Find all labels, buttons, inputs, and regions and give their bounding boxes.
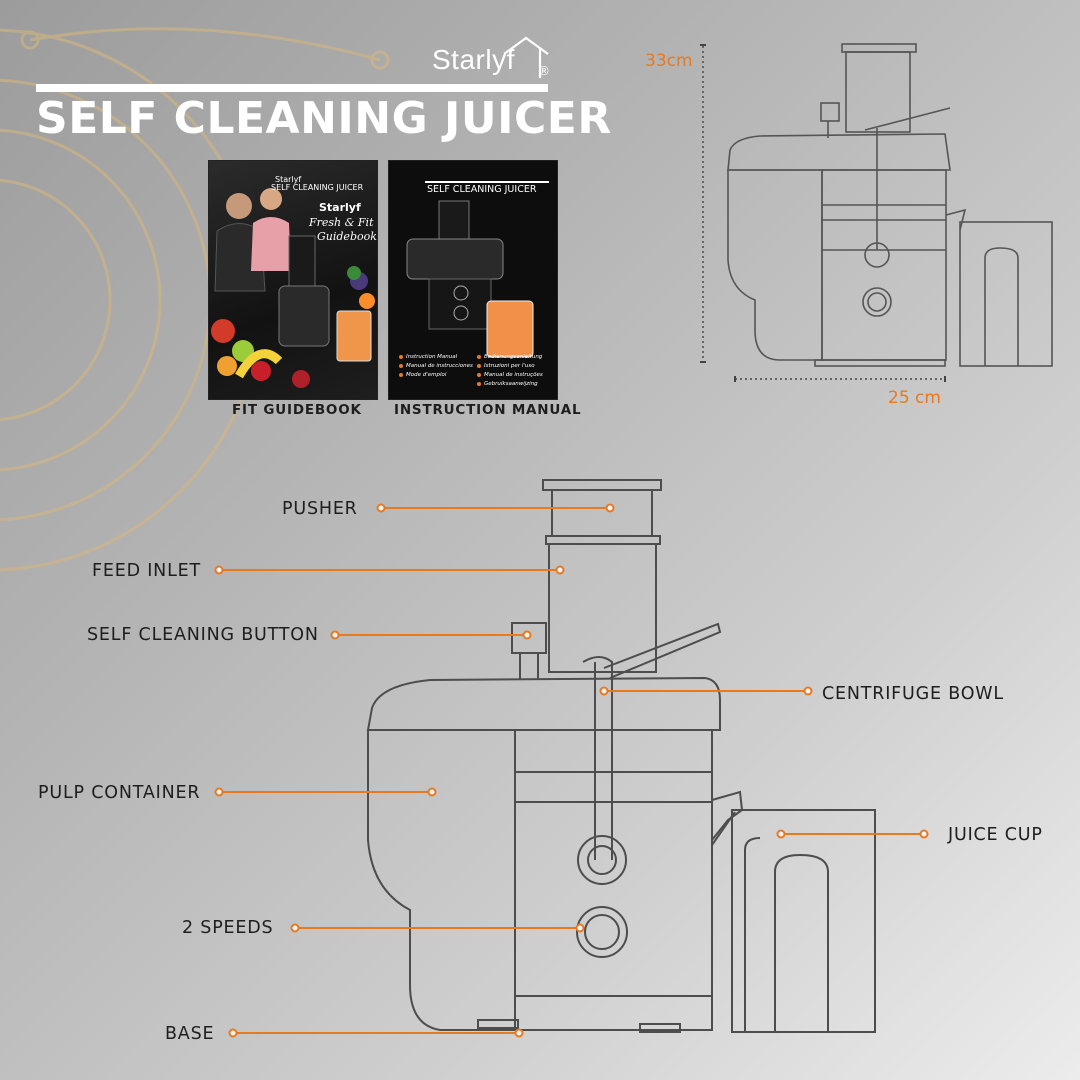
guidebook-cover-product: SELF CLEANING JUICER bbox=[271, 183, 364, 192]
manual-cover-product: SELF CLEANING JUICER bbox=[427, 184, 537, 195]
callout-pulp-container: PULP CONTAINER bbox=[38, 783, 201, 803]
manual-cover-art bbox=[406, 200, 534, 358]
house-roof-icon bbox=[503, 36, 549, 78]
manual-language-item: Istruzioni per l'uso bbox=[477, 363, 535, 369]
callout-feed-inlet: FEED INLET bbox=[92, 561, 201, 581]
manual-language-label: Mode d'emploi bbox=[406, 372, 447, 378]
manual-cover-divider bbox=[425, 181, 549, 183]
bullet-icon bbox=[477, 363, 481, 368]
page-title: SELF CLEANING JUICER bbox=[36, 93, 612, 144]
bullet-icon bbox=[477, 354, 481, 359]
callout-pusher: PUSHER bbox=[282, 499, 358, 519]
height-dimension: 33cm bbox=[645, 51, 693, 71]
guidebook-cover-line2: Fresh & Fit bbox=[309, 216, 374, 229]
callout-base: BASE bbox=[165, 1024, 215, 1044]
bullet-icon bbox=[399, 372, 403, 377]
callout-dots bbox=[214, 503, 929, 1038]
guidebook-cover-art bbox=[211, 188, 375, 388]
guidebook-cover-line1: Starlyf bbox=[319, 201, 361, 214]
callout-leaders bbox=[222, 507, 922, 1034]
dimension-lines bbox=[702, 46, 945, 380]
callout-centrifuge-bowl: CENTRIFUGE BOWL bbox=[822, 684, 1004, 704]
guidebook-cover-line3: Guidebook bbox=[317, 230, 377, 243]
callout-juice-cup: JUICE CUP bbox=[948, 825, 1043, 845]
callout-2-speeds: 2 SPEEDS bbox=[182, 918, 274, 938]
small-juicer-outline bbox=[727, 43, 1053, 367]
brand-logo: Starlyf bbox=[432, 44, 515, 75]
bullet-icon bbox=[399, 363, 403, 368]
manual-language-label: Bedienungsanleitung bbox=[484, 354, 543, 360]
manual-language-item: Manual de instrucciones bbox=[399, 363, 473, 369]
manual-language-label: Manual de instruções bbox=[484, 372, 543, 378]
fit-guidebook-caption: FIT GUIDEBOOK bbox=[232, 402, 362, 418]
manual-language-label: Manual de instrucciones bbox=[406, 363, 473, 369]
manual-language-label: Gebruiksaanwijzing bbox=[484, 381, 538, 387]
fit-guidebook-cover: Starlyf SELF CLEANING JUICER Starlyf Fre… bbox=[208, 160, 378, 400]
manual-language-item: Manual de instruções bbox=[477, 372, 543, 378]
title-divider bbox=[36, 84, 548, 92]
manual-language-item: Gebruiksaanwijzing bbox=[477, 381, 538, 387]
bullet-icon bbox=[399, 354, 403, 359]
bullet-icon bbox=[477, 381, 481, 386]
instruction-manual-caption: INSTRUCTION MANUAL bbox=[394, 402, 582, 418]
manual-language-item: Mode d'emploi bbox=[399, 372, 446, 378]
callout-self-cleaning-button: SELF CLEANING BUTTON bbox=[87, 625, 319, 645]
manual-language-item: Instruction Manual bbox=[399, 354, 457, 360]
manual-language-label: Instruction Manual bbox=[406, 354, 458, 360]
bullet-icon bbox=[477, 372, 481, 377]
width-dimension: 25 cm bbox=[888, 388, 941, 408]
manual-language-label: Istruzioni per l'uso bbox=[484, 363, 535, 369]
large-juicer-outline bbox=[366, 479, 876, 1033]
manual-language-item: Bedienungsanleitung bbox=[477, 354, 542, 360]
dimension-ticks bbox=[700, 44, 946, 382]
registered-mark: ® bbox=[538, 64, 550, 78]
guidebook-cover-brand: Starlyf bbox=[275, 175, 302, 184]
